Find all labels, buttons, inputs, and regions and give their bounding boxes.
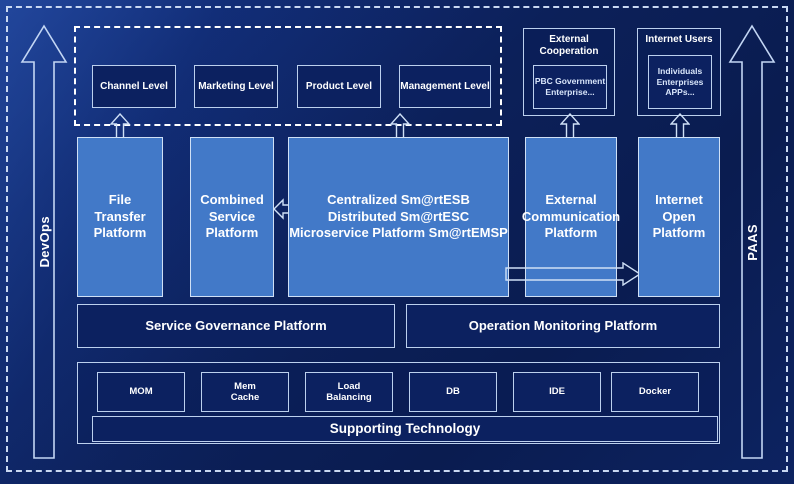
core-line-1: Centralized Sm@rtESB	[327, 191, 470, 207]
up-arrow-icon	[389, 112, 411, 139]
tech-box-ide[interactable]: IDE	[513, 372, 601, 412]
internet-users-group[interactable]: Internet Users Individuals Enterprises A…	[637, 28, 721, 116]
external-cooperation-detail-line2: Enterprise...	[545, 87, 595, 97]
internet-users-detail-line1: Individuals	[657, 66, 703, 77]
business-levels-dashed-frame	[74, 26, 502, 126]
tech-label: Docker	[638, 386, 672, 398]
level-label: Management Level	[400, 80, 490, 92]
core-line-3: Microservice Platform Sm@rtEMSP	[289, 225, 508, 241]
level-box-product[interactable]: Product Level	[297, 65, 381, 108]
level-box-management[interactable]: Management Level	[399, 65, 491, 108]
external-cooperation-detail: PBC Government Enterprise...	[533, 65, 607, 109]
tech-box-mom[interactable]: MOM	[97, 372, 185, 412]
external-cooperation-title-line1: External	[549, 34, 589, 45]
external-cooperation-group[interactable]: External Cooperation PBC Government Ente…	[523, 28, 615, 116]
external-cooperation-detail-line1: PBC Government	[534, 76, 606, 87]
tech-label-line2: Cache	[230, 392, 260, 403]
tech-box-db[interactable]: DB	[409, 372, 497, 412]
level-label: Product Level	[305, 80, 373, 92]
level-box-marketing[interactable]: Marketing Level	[194, 65, 278, 108]
up-arrow-icon	[109, 112, 131, 139]
core-line-2: Distributed Sm@rtESC	[327, 208, 470, 224]
level-box-channel[interactable]: Channel Level	[92, 65, 176, 108]
paas-arrow: PAAS	[728, 22, 776, 462]
tech-box-load-balancing[interactable]: Load Balancing	[305, 372, 393, 412]
right-arrow-to-internet-open	[505, 261, 642, 291]
arrow-right-icon	[505, 261, 642, 287]
operation-monitoring-label: Operation Monitoring Platform	[468, 318, 658, 334]
tech-label: IDE	[549, 386, 565, 398]
operation-monitoring-platform[interactable]: Operation Monitoring Platform	[406, 304, 720, 348]
paas-label: PAAS	[744, 223, 760, 261]
outer-dashed-frame	[6, 6, 788, 472]
tech-label: MOM	[129, 386, 153, 398]
tech-box-docker[interactable]: Docker	[611, 372, 699, 412]
supporting-technology-label: Supporting Technology	[329, 421, 481, 437]
internet-users-detail-line2: Enterprises	[656, 76, 704, 87]
tech-label-line1: Mem	[234, 380, 256, 392]
level-label: Channel Level	[100, 80, 168, 92]
platform-core-esb[interactable]: Centralized Sm@rtESB Distributed Sm@rtES…	[288, 137, 509, 297]
paas-arrow-shape	[728, 24, 776, 459]
external-cooperation-title-line2: Cooperation	[539, 45, 599, 57]
devops-label: DevOps	[36, 216, 52, 268]
tech-label-line1: Load	[337, 380, 361, 392]
devops-arrow: DevOps	[20, 22, 68, 462]
service-governance-platform[interactable]: Service Governance Platform	[77, 304, 395, 348]
internet-users-title: Internet Users	[645, 34, 713, 45]
internet-users-detail-line3: APPs...	[665, 87, 695, 98]
tech-label: DB	[446, 386, 460, 398]
service-governance-label: Service Governance Platform	[145, 318, 327, 334]
tech-box-mem-cache[interactable]: Mem Cache	[201, 372, 289, 412]
tech-label-line2: Balancing	[326, 392, 372, 403]
supporting-technology-bar[interactable]: Supporting Technology	[92, 416, 718, 442]
internet-users-detail: Individuals Enterprises APPs...	[648, 55, 712, 109]
up-arrow-icon	[559, 112, 581, 139]
devops-arrow-shape	[20, 24, 68, 459]
level-label: Marketing Level	[198, 80, 274, 92]
up-arrow-icon	[669, 112, 691, 139]
